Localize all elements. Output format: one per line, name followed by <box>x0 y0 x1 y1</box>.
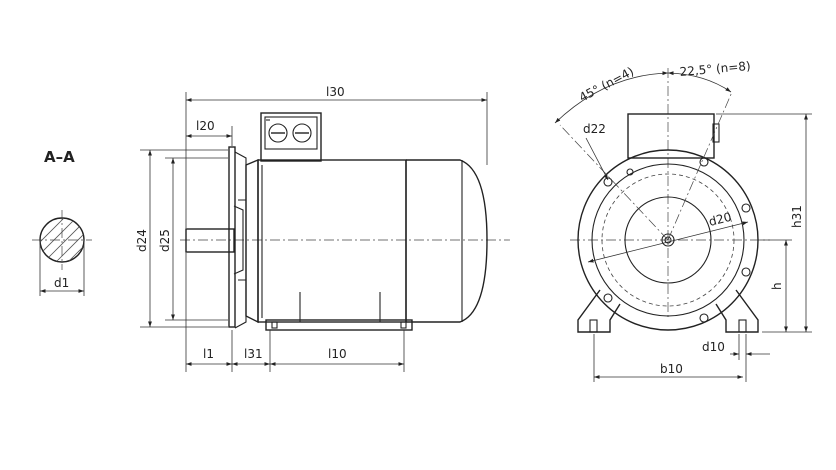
dim-label-d1: d1 <box>54 276 69 290</box>
bolt-holes <box>603 157 751 323</box>
flange <box>228 146 247 329</box>
dim-label-d10: d10 <box>702 340 725 354</box>
dim-label-d25: d25 <box>158 229 172 252</box>
dim-label-b10: b10 <box>660 362 683 376</box>
section-a-a: A–A d1 <box>32 148 92 296</box>
terminal-box <box>260 112 322 162</box>
dim-label-angle-45: 45° (n=4) <box>577 64 636 104</box>
dim-label-d24: d24 <box>135 229 149 252</box>
fan-cowl <box>406 159 488 323</box>
shaft <box>185 228 235 253</box>
terminal-box-front <box>627 113 720 159</box>
dim-label-l1: l1 <box>203 347 214 361</box>
feet <box>265 319 413 331</box>
dim-label-d20: d20 <box>707 210 733 229</box>
front-view: 45° (n=4) 22,5° (n=8) d22 d20 h31 h d10 … <box>554 59 812 382</box>
dim-label-h: h <box>770 282 784 290</box>
dim-label-l31: l31 <box>244 347 263 361</box>
feet-front <box>577 289 759 333</box>
dim-label-l20: l20 <box>196 119 215 133</box>
dim-label-l30: l30 <box>326 85 345 99</box>
dim-label-l10: l10 <box>328 347 347 361</box>
side-view: l30 l20 d24 d25 l1 l31 l10 <box>135 85 510 372</box>
motor-body <box>245 158 407 324</box>
dim-label-h31: h31 <box>790 205 804 228</box>
section-title: A–A <box>44 148 75 166</box>
dim-label-d22: d22 <box>583 122 606 136</box>
dim-label-angle-22-5: 22,5° (n=8) <box>679 59 751 79</box>
